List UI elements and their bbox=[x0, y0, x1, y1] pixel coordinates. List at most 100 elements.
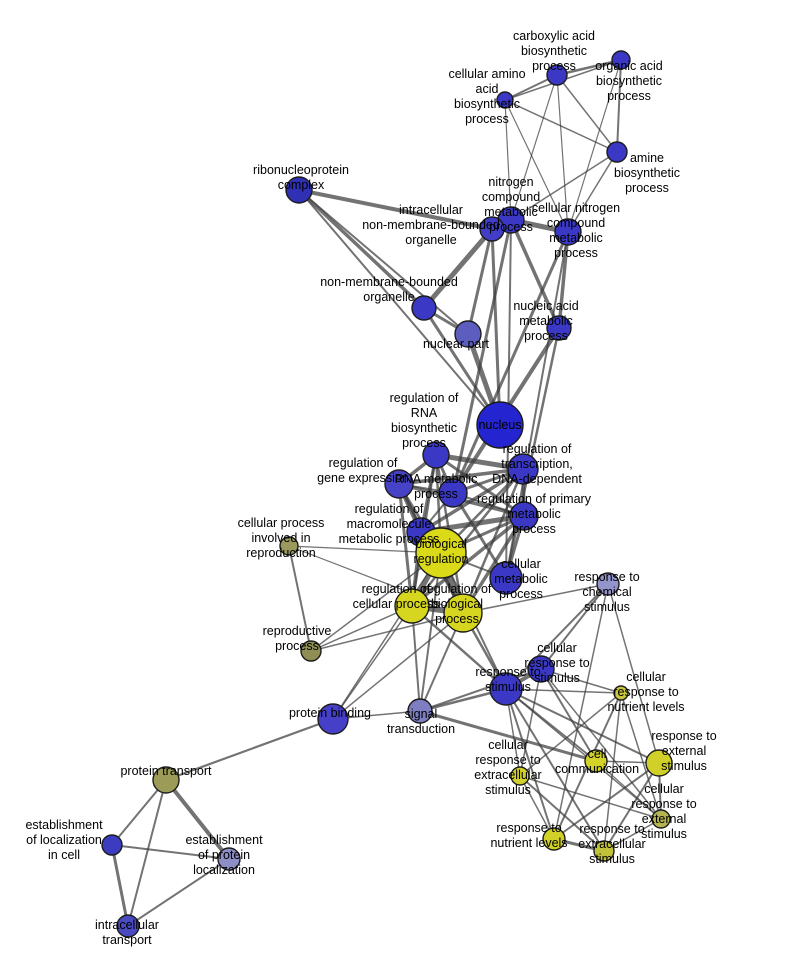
edge-rs--crnl bbox=[505, 688, 622, 694]
edge-rs--rcs bbox=[505, 583, 609, 690]
edge-ncm--nam bbox=[509, 218, 561, 330]
node-rcs[interactable]: response to chemical stimulus bbox=[596, 572, 620, 596]
node-inmbo[interactable]: intracellular non-membrane-bounded organ… bbox=[479, 216, 505, 242]
node-cmp[interactable]: cellular metabolic process bbox=[489, 561, 523, 595]
node-pt[interactable]: protein transport bbox=[152, 766, 180, 794]
edge-cres_ec--recs bbox=[519, 775, 605, 852]
node-rge[interactable]: regulation of gene expression bbox=[384, 469, 414, 499]
node-cc[interactable]: cell communication bbox=[584, 749, 608, 773]
node-label-np: nuclear part bbox=[423, 337, 490, 351]
edge-cres_ec--cres_ex bbox=[519, 775, 662, 820]
node-rnp[interactable]: ribonucleoprotein complex bbox=[285, 176, 313, 204]
edge-cres_ec--rnl bbox=[519, 775, 555, 840]
edge-rs--rcp bbox=[410, 604, 508, 691]
node-br[interactable]: biological regulation bbox=[415, 527, 467, 579]
node-epl[interactable]: establishment of protein localization bbox=[217, 847, 241, 871]
node-recs[interactable]: response to extracellular stimulus bbox=[593, 840, 615, 862]
edge-crnl--cres_ec bbox=[519, 692, 622, 777]
node-pb[interactable]: protein binding bbox=[317, 703, 349, 735]
edge-crs--cres_ex bbox=[540, 668, 662, 820]
node-rnl[interactable]: response to nutrient levels bbox=[542, 827, 566, 851]
node-cab[interactable]: carboxylic acid biosynthetic process bbox=[546, 64, 568, 86]
node-cpir[interactable]: cellular process involved in reproductio… bbox=[279, 536, 299, 556]
node-rpm[interactable]: regulation of primary metabolic process bbox=[509, 501, 539, 531]
edge-caab--cncm bbox=[504, 99, 569, 233]
nodes-layer: carboxylic acid biosynthetic process orga… bbox=[101, 50, 673, 938]
node-label-pt: protein transport bbox=[120, 764, 212, 778]
edge-elc--epl bbox=[111, 844, 230, 860]
node-cres_ex[interactable]: cellular response to external stimulus bbox=[651, 809, 671, 829]
edge-st--br bbox=[419, 552, 442, 712]
edge-rp--rcp bbox=[310, 605, 413, 652]
node-label-nuc: nucleus bbox=[478, 418, 521, 432]
edge-ab--cncm bbox=[567, 151, 618, 233]
node-rcp[interactable]: regulation of cellular process bbox=[394, 588, 430, 624]
node-nam[interactable]: nucleic acid metabolic process bbox=[546, 315, 572, 341]
edge-rs--cres_ex bbox=[505, 688, 662, 820]
node-nuc[interactable]: nucleus bbox=[476, 401, 524, 449]
node-crs[interactable]: cellular response to stimulus bbox=[527, 655, 555, 683]
edge-rp--br bbox=[310, 552, 442, 652]
edge-crnl--cres_ex bbox=[620, 692, 662, 820]
edge-cab--ab bbox=[556, 74, 618, 153]
edge-cncm--rnam bbox=[451, 230, 570, 495]
node-rnam[interactable]: RNA metabolic process bbox=[438, 478, 468, 508]
edge-rtd--rge bbox=[397, 467, 525, 486]
edge-rp--rbp bbox=[310, 612, 464, 652]
edge-cres_ex--cc bbox=[595, 760, 662, 820]
node-rbp[interactable]: regulation of biological process bbox=[443, 593, 483, 633]
node-ab[interactable]: amine biosynthetic process bbox=[606, 141, 628, 163]
node-st[interactable]: signal transduction bbox=[407, 698, 433, 724]
node-crnl[interactable]: cellular response to nutrient levels bbox=[613, 685, 629, 701]
node-cncm[interactable]: cellular nitrogen compound metabolic pro… bbox=[554, 218, 582, 246]
edge-elc--it bbox=[110, 843, 130, 928]
node-elc[interactable]: establishment of localization in cell bbox=[101, 834, 123, 856]
node-res[interactable]: response to external stimulus bbox=[645, 749, 673, 777]
node-label-pb: protein binding bbox=[289, 706, 371, 720]
node-oab[interactable]: organic acid biosynthetic process bbox=[611, 50, 631, 70]
edge-cncm--nam bbox=[557, 230, 570, 330]
edge-rnl--res bbox=[553, 762, 660, 840]
edge-cab--oab bbox=[555, 58, 623, 77]
edge-rnp--nuc bbox=[298, 189, 501, 426]
node-rrb[interactable]: regulation of RNA biosynthetic process bbox=[422, 441, 450, 469]
edge-cres_ex--recs bbox=[603, 818, 662, 852]
edge-rs--res bbox=[505, 688, 660, 764]
edge-pt--elc bbox=[111, 779, 167, 846]
edge-pt--epl bbox=[164, 778, 231, 861]
node-rp[interactable]: reproductive process bbox=[300, 640, 322, 662]
node-it[interactable]: intracellular transport bbox=[116, 914, 140, 938]
edge-inmbo--nmbo bbox=[421, 226, 495, 311]
node-caab[interactable]: cellular amino acid biosynthetic process bbox=[496, 91, 514, 109]
node-rtd[interactable]: regulation of transcription, DNA-depende… bbox=[507, 453, 539, 485]
edge-rcs--res bbox=[607, 583, 660, 764]
node-np[interactable]: nuclear part bbox=[454, 320, 482, 348]
edge-rge--rcp bbox=[397, 482, 414, 608]
node-nmbo[interactable]: non-membrane-bounded organelle bbox=[411, 295, 437, 321]
node-rs[interactable]: response to stimulus bbox=[489, 672, 523, 706]
node-cres_ec[interactable]: cellular response to extracellular stimu… bbox=[510, 766, 530, 786]
edge-rtd--rcp bbox=[410, 467, 525, 608]
edge-crs--rcs bbox=[540, 583, 609, 670]
edge-caab--ncm bbox=[504, 99, 512, 221]
edge-crs--cc bbox=[540, 668, 597, 762]
